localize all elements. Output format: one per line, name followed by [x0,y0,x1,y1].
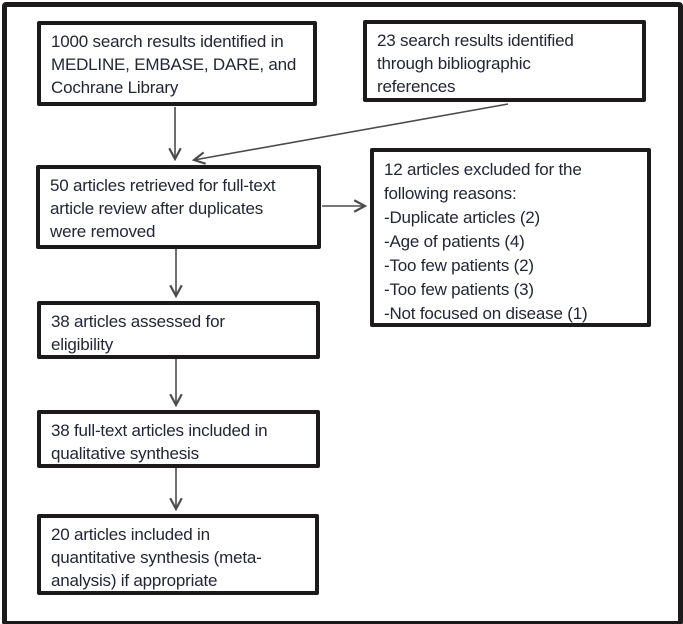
box-assessed-eligibility: 38 articles assessed for eligibility [37,301,320,359]
box-identification-bibliographic: 23 search results identified through bib… [363,20,646,102]
box-qualitative-synthesis: 38 full-text articles included in qualit… [37,410,320,468]
box-identification-sources: 1000 search results identified in MEDLIN… [37,21,317,106]
box-excluded-reasons: 12 articles excluded for the following r… [370,148,651,327]
box-quantitative-synthesis: 20 articles included in quantitative syn… [37,514,319,595]
box-retrieved-fulltext: 50 articles retrieved for full-text arti… [36,165,321,249]
